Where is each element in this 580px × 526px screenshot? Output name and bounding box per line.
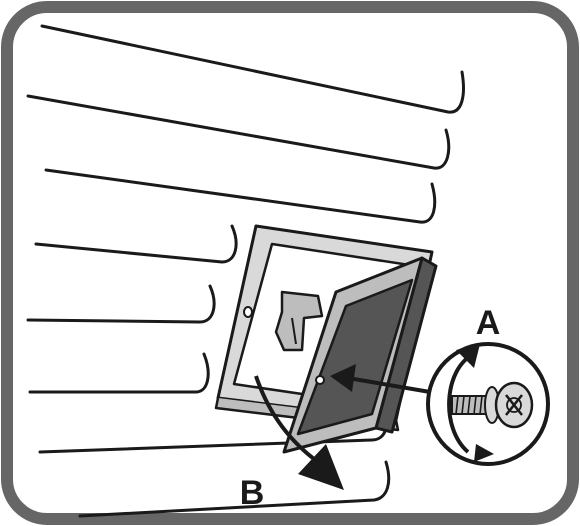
screw-detail <box>428 344 548 464</box>
callout-b-label: B <box>240 474 265 512</box>
callout-a-label: A <box>476 304 501 342</box>
mounting-hole <box>244 307 252 317</box>
panel-screw-hole <box>316 376 324 384</box>
